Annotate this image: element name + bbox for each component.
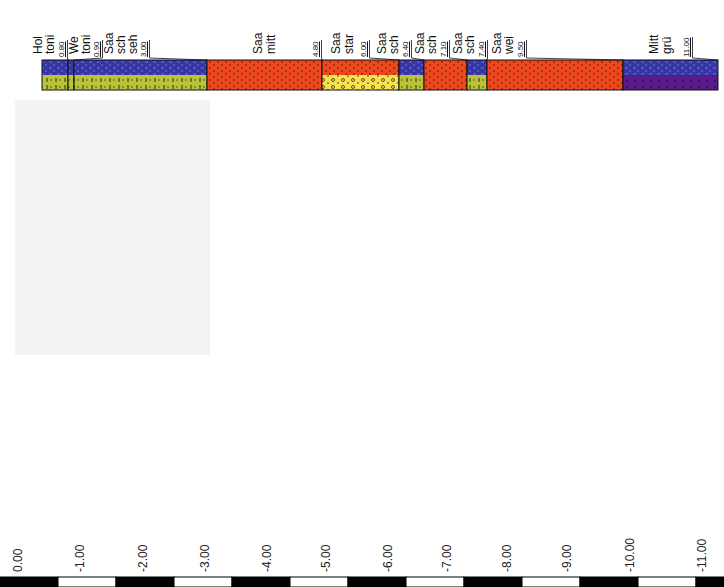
soil-layer <box>68 75 74 90</box>
leader-line <box>693 37 719 60</box>
layer-description: Saa <box>252 33 264 54</box>
soil-layer <box>467 60 487 75</box>
layer-depth: 3.00 <box>140 41 148 57</box>
layer-depth: 0.80 <box>58 41 66 57</box>
scale-bar <box>406 577 464 587</box>
leader-line <box>321 40 323 60</box>
leader-line <box>150 40 208 60</box>
layer-depth: 7.40 <box>478 41 486 57</box>
layer-description: Saa <box>491 33 503 54</box>
depth-axis-label: -4.00 <box>261 545 273 572</box>
layer-description: grü <box>661 37 673 54</box>
soil-layer <box>74 60 207 75</box>
depth-axis-label: -7.00 <box>441 545 453 572</box>
layer-depth: 0.90 <box>93 41 101 57</box>
scale-bar <box>696 577 724 587</box>
layer-depth: 6.40 <box>402 41 410 57</box>
layer-depth: 6.00 <box>360 41 368 57</box>
layer-depth: 11.00 <box>683 38 691 57</box>
layer-description: Hol <box>32 36 44 54</box>
depth-axis-label: -3.00 <box>199 545 211 572</box>
layer-depth: 4.80 <box>312 41 320 57</box>
soil-layer <box>399 60 424 75</box>
scale-bar <box>290 577 348 587</box>
layer-description: toni <box>44 35 56 54</box>
layer-description: sch <box>388 35 400 54</box>
scale-bar <box>464 577 522 587</box>
layer-description: Saa <box>376 33 388 54</box>
leader-line <box>487 40 489 60</box>
layer-description: Saa <box>103 33 115 54</box>
depth-axis-label: 0.00 <box>12 549 24 572</box>
soil-layer <box>42 60 68 75</box>
layer-depth: 7.10 <box>440 41 448 57</box>
soil-layer <box>424 75 467 90</box>
scale-bar <box>638 577 696 587</box>
layer-description: Mitt <box>648 35 660 54</box>
scale-bar <box>232 577 290 587</box>
depth-axis-label: -5.00 <box>320 545 332 572</box>
soil-layer <box>623 60 718 75</box>
layer-description: wei <box>503 36 515 54</box>
soil-layer <box>207 75 322 90</box>
layer-description: sch <box>464 35 476 54</box>
soil-layer <box>68 60 74 75</box>
scale-bar <box>174 577 232 587</box>
soil-layer <box>623 75 718 90</box>
leader-line <box>527 40 624 60</box>
scale-bar <box>580 577 638 587</box>
depth-axis-label: -11.00 <box>696 539 708 572</box>
depth-axis-label: -2.00 <box>137 545 149 572</box>
soil-layer <box>42 75 68 90</box>
soil-layer <box>487 75 623 90</box>
scale-bar <box>116 577 174 587</box>
depth-axis-label: -9.00 <box>561 545 573 572</box>
scale-bar <box>348 577 406 587</box>
layer-description: seh <box>127 35 139 54</box>
depth-axis-label: -10.00 <box>624 538 636 572</box>
scale-bar <box>0 577 58 587</box>
soil-layer <box>399 75 424 90</box>
soil-layer <box>74 75 207 90</box>
layer-description: Saa <box>330 33 342 54</box>
layer-description: toni <box>80 35 92 54</box>
layer-description: Saa <box>452 33 464 54</box>
layer-description: sch <box>426 35 438 54</box>
layer-description: star <box>343 34 355 54</box>
layer-description: We <box>68 36 80 54</box>
soil-layer <box>487 60 623 75</box>
soil-layer <box>424 60 467 75</box>
scale-bar <box>58 577 116 587</box>
depth-axis-label: -8.00 <box>501 545 513 572</box>
soil-layer <box>207 60 322 75</box>
depth-axis-label: -1.00 <box>74 545 86 572</box>
soil-layer <box>322 60 399 75</box>
soil-layer <box>322 75 399 90</box>
scale-bar <box>522 577 580 587</box>
layer-depth: 9.50 <box>517 41 525 57</box>
layer-description: Saa <box>414 33 426 54</box>
depth-axis-label: -6.00 <box>382 545 394 572</box>
layer-description: sch <box>115 35 127 54</box>
layer-description: mitt <box>265 35 277 54</box>
soil-layer <box>467 75 487 90</box>
